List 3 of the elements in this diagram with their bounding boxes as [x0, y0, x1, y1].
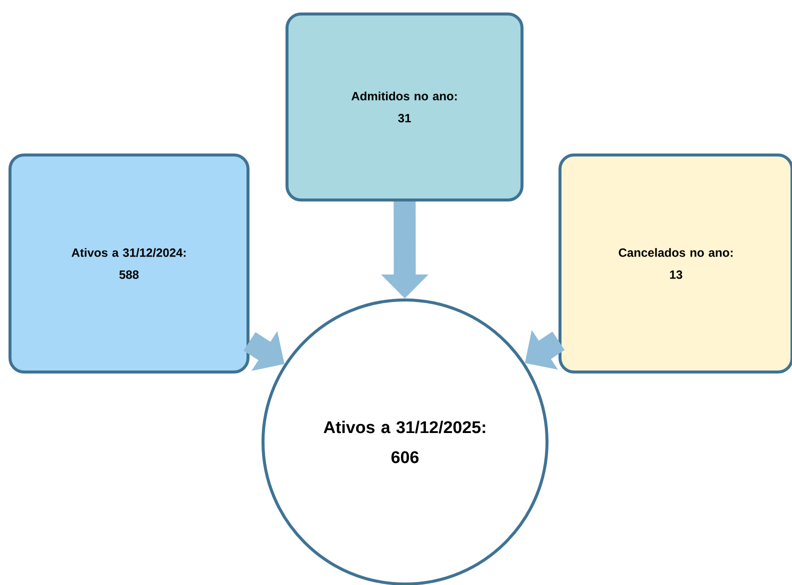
- process-box: Ativos a 31/12/2024: 588: [8, 153, 250, 374]
- process-box: Admitidos no ano: 31: [286, 12, 524, 202]
- process-box: Cancelados no ano: 13: [558, 153, 792, 374]
